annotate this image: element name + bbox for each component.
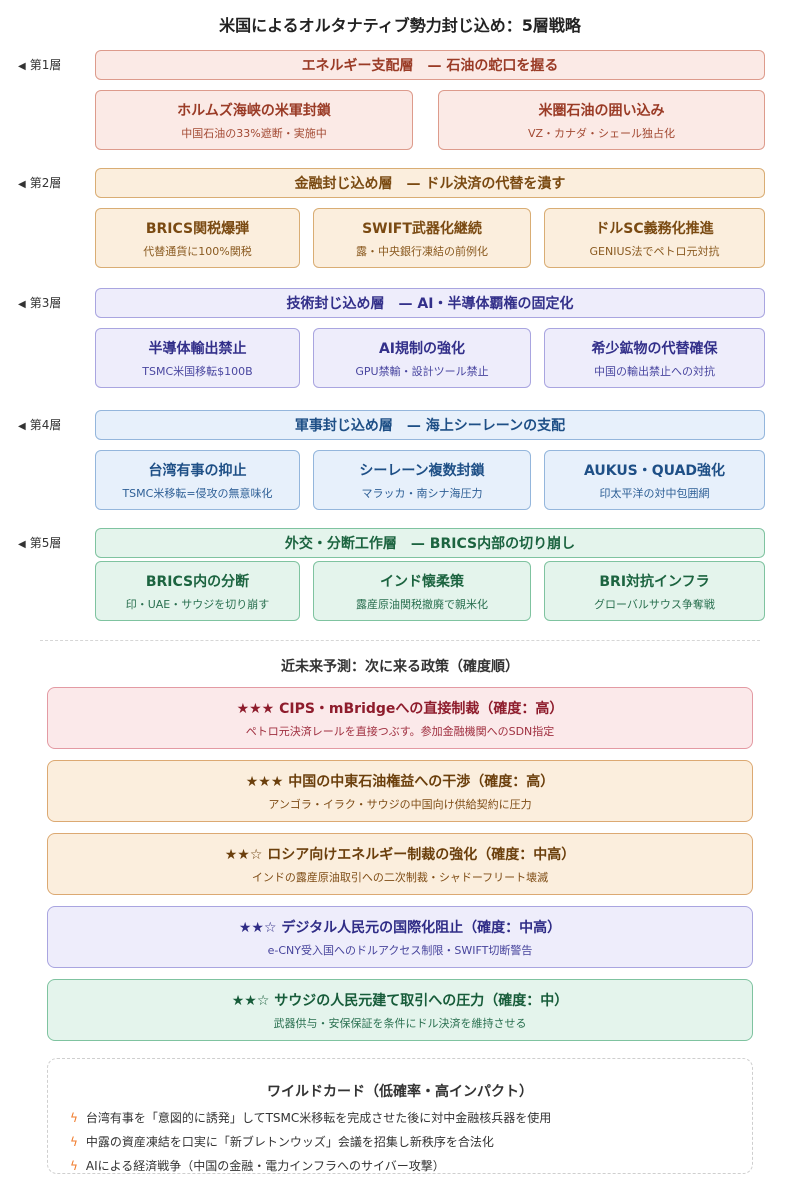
- forecast-item-title: ★★★ CIPS・mBridgeへの直接制裁（確度：高）: [236, 700, 564, 717]
- forecast-item-3: ★★☆ ロシア向けエネルギー制裁の強化（確度：中高） インドの露産原油取引への二…: [47, 833, 753, 895]
- card-subtitle: 印・UAE・サウジを切り崩す: [125, 597, 270, 611]
- section-divider: [40, 640, 760, 641]
- triangle-left-icon: ◀: [18, 421, 26, 432]
- layer-4-card-2: シーレーン複数封鎖 マラッカ・南シナ海圧力: [313, 450, 531, 510]
- layer-3-card-3: 希少鉱物の代替確保 中国の輸出禁止への対抗: [544, 328, 765, 388]
- card-subtitle: TSMC米移転=侵攻の無意味化: [122, 486, 273, 500]
- layer-2-card-3: ドルSC義務化推進 GENIUS法でペトロ元対抗: [544, 208, 765, 268]
- card-title: AI規制の強化: [378, 340, 466, 357]
- card-title: シーレーン複数封鎖: [359, 462, 485, 479]
- card-subtitle: GENIUS法でペトロ元対抗: [589, 244, 720, 258]
- forecast-item-1: ★★★ CIPS・mBridgeへの直接制裁（確度：高） ペトロ元決済レールを直…: [47, 687, 753, 749]
- lightning-icon: ϟ: [70, 1159, 78, 1173]
- card-title: BRICS関税爆弾: [145, 220, 250, 237]
- card-subtitle: TSMC米国移転$100B: [142, 364, 253, 378]
- page-title: 米国によるオルタナティブ勢力封じ込め：5層戦略: [219, 16, 581, 35]
- forecast-item-5: ★★☆ サウジの人民元建て取引への圧力（確度：中） 武器供与・安保保証を条件にド…: [47, 979, 753, 1041]
- layer-5-label: ◀第5層: [18, 536, 62, 550]
- card-title: SWIFT武器化継続: [362, 220, 482, 237]
- lightning-icon: ϟ: [70, 1135, 78, 1149]
- forecast-item-subtitle: アンゴラ・イラク・サウジの中国向け供給契約に圧力: [268, 797, 532, 811]
- card-title: AUKUS・QUAD強化: [583, 462, 726, 479]
- forecast-item-4: ★★☆ デジタル人民元の国際化阻止（確度：中高） e-CNY受入国へのドルアクセ…: [47, 906, 753, 968]
- layer-1-header: エネルギー支配層 — 石油の蛇口を握る: [95, 50, 765, 80]
- card-title: BRICS内の分断: [145, 573, 250, 590]
- layer-2-header: 金融封じ込め層 — ドル決済の代替を潰す: [95, 168, 765, 198]
- card-subtitle: マラッカ・南シナ海圧力: [361, 486, 483, 500]
- layer-3-card-1: 半導体輸出禁止 TSMC米国移転$100B: [95, 328, 300, 388]
- triangle-left-icon: ◀: [18, 539, 26, 550]
- layer-4-label: ◀第4層: [18, 418, 62, 432]
- layer-5-card-2: インド懐柔策 露産原油関税撤廃で親米化: [313, 561, 531, 621]
- lightning-icon: ϟ: [70, 1111, 78, 1125]
- card-title: 半導体輸出禁止: [148, 340, 247, 357]
- layer-1-card-2: 米圏石油の囲い込み VZ・カナダ・シェール独占化: [438, 90, 765, 150]
- forecast-item-title: ★★☆ ロシア向けエネルギー制裁の強化（確度：中高）: [224, 846, 576, 863]
- layer-3-label: ◀第3層: [18, 296, 62, 310]
- layer-4-card-1: 台湾有事の抑止 TSMC米移転=侵攻の無意味化: [95, 450, 300, 510]
- layer-5-card-3: BRI対抗インフラ グローバルサウス争奪戦: [544, 561, 765, 621]
- card-title: インド懐柔策: [380, 573, 464, 590]
- card-subtitle: 代替通貨に100%関税: [143, 244, 252, 258]
- layer-4-card-3: AUKUS・QUAD強化 印太平洋の対中包囲網: [544, 450, 765, 510]
- card-subtitle: 露産原油関税撤廃で親米化: [356, 597, 488, 611]
- card-title: 台湾有事の抑止: [148, 462, 247, 479]
- forecast-item-subtitle: インドの露産原油取引への二次制裁・シャドーフリート壊滅: [251, 870, 549, 884]
- layer-3-header: 技術封じ込め層 — AI・半導体覇権の固定化: [95, 288, 765, 318]
- forecast-item-subtitle: ペトロ元決済レールを直接つぶす。参加金融機関へのSDN指定: [245, 724, 555, 738]
- card-title: BRI対抗インフラ: [599, 573, 710, 590]
- card-subtitle: GPU禁輸・設計ツール禁止: [355, 364, 489, 378]
- layer-5-header: 外交・分断工作層 — BRICS内部の切り崩し: [95, 528, 765, 558]
- forecast-title: 近未来予測：次に来る政策（確度順）: [281, 659, 519, 675]
- layer-5-card-1: BRICS内の分断 印・UAE・サウジを切り崩す: [95, 561, 300, 621]
- forecast-item-subtitle: 武器供与・安保保証を条件にドル決済を維持させる: [273, 1016, 527, 1030]
- card-subtitle: グローバルサウス争奪戦: [594, 597, 715, 611]
- card-title: 米圏石油の囲い込み: [538, 102, 665, 119]
- card-subtitle: 中国石油の33%遮断・実施中: [181, 126, 327, 140]
- card-title: ドルSC義務化推進: [595, 220, 714, 237]
- layer-1-card-1: ホルムズ海峡の米軍封鎖 中国石油の33%遮断・実施中: [95, 90, 413, 150]
- forecast-item-title: ★★☆ サウジの人民元建て取引への圧力（確度：中）: [231, 992, 569, 1009]
- card-subtitle: 印太平洋の対中包囲網: [599, 486, 710, 500]
- forecast-item-2: ★★★ 中国の中東石油権益への干渉（確度：高） アンゴラ・イラク・サウジの中国向…: [47, 760, 753, 822]
- triangle-left-icon: ◀: [18, 61, 26, 72]
- layer-4-header: 軍事封じ込め層 — 海上シーレーンの支配: [95, 410, 765, 440]
- layer-1-label: ◀第1層: [18, 58, 62, 72]
- card-subtitle: VZ・カナダ・シェール独占化: [527, 126, 676, 140]
- card-title: 希少鉱物の代替確保: [591, 340, 718, 357]
- triangle-left-icon: ◀: [18, 299, 26, 310]
- wildcard-title: ワイルドカード（低確率・高インパクト）: [267, 1084, 533, 1100]
- triangle-left-icon: ◀: [18, 179, 26, 190]
- card-title: ホルムズ海峡の米軍封鎖: [177, 102, 331, 119]
- forecast-item-title: ★★☆ デジタル人民元の国際化阻止（確度：中高）: [238, 919, 562, 936]
- card-subtitle: 中国の輸出禁止への対抗: [594, 364, 715, 378]
- forecast-item-title: ★★★ 中国の中東石油権益への干渉（確度：高）: [245, 773, 555, 790]
- layer-3-card-2: AI規制の強化 GPU禁輸・設計ツール禁止: [313, 328, 531, 388]
- forecast-item-subtitle: e-CNY受入国へのドルアクセス制限・SWIFT切断警告: [267, 943, 533, 957]
- layer-2-label: ◀第2層: [18, 176, 62, 190]
- card-subtitle: 露・中央銀行凍結の前例化: [356, 244, 488, 258]
- layer-2-card-1: BRICS関税爆弾 代替通貨に100%関税: [95, 208, 300, 268]
- layer-2-card-2: SWIFT武器化継続 露・中央銀行凍結の前例化: [313, 208, 531, 268]
